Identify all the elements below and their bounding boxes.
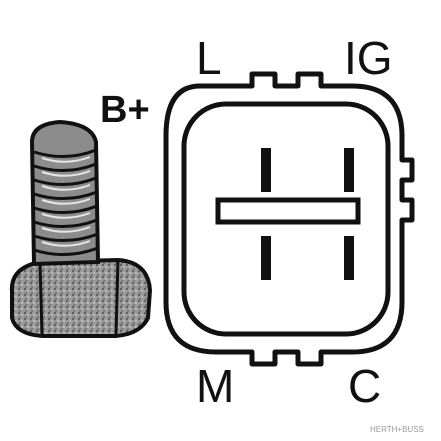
pin-slot-c (344, 236, 354, 280)
pin-slot-bar (215, 197, 361, 225)
bolt-thread (29, 119, 101, 267)
connector-socket (181, 101, 391, 337)
watermark-text: HERTH+BUSS (370, 425, 424, 434)
thread-highlights (41, 156, 91, 247)
pin-label-l: L (196, 32, 222, 84)
terminal-label-bplus: B+ (100, 89, 150, 131)
bolt-nut (9, 257, 153, 338)
connector-outer-shell (163, 71, 415, 367)
pin-slot-l (261, 148, 271, 192)
thread-lines (33, 148, 99, 257)
pin-label-c: C (348, 360, 381, 412)
pin-slot-ig (344, 148, 354, 192)
bplus-bolt-icon (9, 119, 153, 338)
pin-label-m: M (196, 360, 234, 412)
pin-label-ig: IG (344, 32, 393, 84)
connector-housing (163, 71, 415, 367)
connector-pins (261, 148, 354, 280)
pin-slot-m (261, 236, 271, 280)
